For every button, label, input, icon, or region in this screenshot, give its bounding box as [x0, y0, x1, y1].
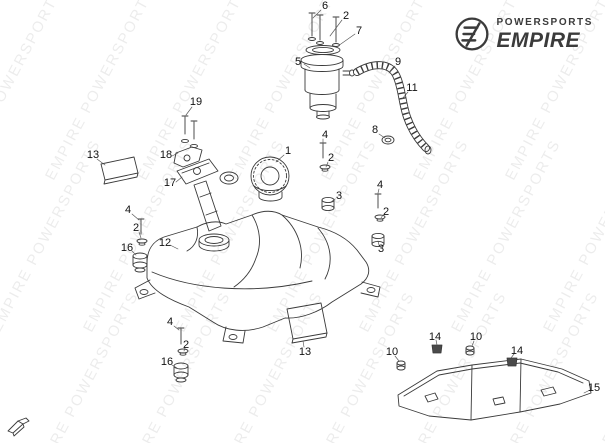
- callout-17: 17: [164, 177, 176, 189]
- callout-leader-line: [471, 340, 475, 347]
- callout-4: 4: [125, 204, 131, 216]
- callout-leader-line: [131, 250, 137, 256]
- callout-19: 19: [190, 96, 202, 108]
- callout-12: 12: [159, 237, 171, 249]
- mount-stack-lower-left: [173, 327, 189, 383]
- fuel-pump-module: [300, 54, 355, 120]
- callout-2: 2: [383, 206, 389, 218]
- guard-panel: [397, 358, 592, 421]
- clip-14-left: [431, 344, 443, 354]
- bracket-strut: [193, 180, 222, 232]
- corner-page-icon: [7, 417, 30, 437]
- callout-leader-line: [510, 353, 515, 359]
- fuel-hose: [353, 61, 432, 155]
- callout-2: 2: [343, 10, 349, 22]
- mount-stack-left: [132, 218, 148, 273]
- bracket-bolts: [181, 115, 198, 149]
- callout-16: 16: [161, 356, 173, 368]
- lightning-e-circle-icon: [454, 16, 490, 52]
- clip-14-right: [506, 357, 518, 367]
- callout-leader-line: [171, 152, 179, 157]
- callout-leader-line: [171, 364, 178, 369]
- callout-2: 2: [183, 339, 189, 351]
- callout-leader-line: [329, 19, 343, 37]
- callout-13: 13: [87, 149, 99, 161]
- callout-leader-line: [169, 244, 179, 250]
- callout-1: 1: [285, 145, 291, 157]
- callout-leader-line: [303, 63, 311, 69]
- callout-leader-line: [330, 198, 336, 203]
- callout-15: 15: [588, 382, 600, 394]
- callout-11: 11: [406, 82, 417, 94]
- callout-leader-line: [583, 389, 591, 394]
- callout-leader-line: [378, 133, 386, 139]
- pump-retainer-ring: [305, 45, 341, 55]
- mount-stack-right: [371, 193, 386, 248]
- callout-4: 4: [167, 316, 173, 328]
- callout-leader-line: [325, 161, 329, 168]
- callout-leader-line: [131, 213, 140, 221]
- callout-4: 4: [322, 129, 328, 141]
- callout-leader-line: [377, 188, 380, 194]
- bracket-plate: [176, 158, 239, 185]
- callout-10: 10: [470, 331, 482, 343]
- callout-10: 10: [386, 346, 398, 358]
- foam-pad-lower: [286, 302, 328, 344]
- callout-leader-line: [185, 106, 193, 116]
- callout-leader-line: [388, 65, 396, 74]
- callout-leader-line: [173, 325, 180, 331]
- callout-leader-line: [275, 154, 285, 163]
- callout-14: 14: [511, 345, 523, 357]
- callout-leader-line: [435, 339, 438, 346]
- callout-16: 16: [121, 242, 133, 254]
- callout-5: 5: [295, 56, 301, 68]
- callout-leader-line: [401, 91, 409, 100]
- clip-10-left: [396, 360, 406, 371]
- foam-pad-upper: [100, 156, 139, 185]
- callout-leader-line: [96, 158, 106, 166]
- callout-13: 13: [299, 346, 311, 358]
- callout-7: 7: [356, 25, 362, 37]
- fuel-cap: [250, 156, 290, 202]
- upper-bracket: [173, 146, 203, 168]
- clip-10-right: [465, 345, 475, 356]
- callout-18: 18: [160, 149, 172, 161]
- callout-leader-line: [380, 214, 384, 219]
- callout-14: 14: [429, 331, 441, 343]
- hose-grommet: [381, 135, 395, 145]
- pump-mounting-bolts: [308, 12, 340, 47]
- callout-leader-line: [183, 347, 186, 352]
- callout-leader-line: [312, 9, 322, 19]
- callout-6: 6: [322, 0, 328, 12]
- callout-leader-line: [302, 340, 305, 348]
- callout-2: 2: [328, 152, 334, 164]
- callout-8: 8: [372, 124, 378, 136]
- callout-3: 3: [378, 243, 384, 255]
- brand-name-bottom: EMPIRE: [496, 28, 581, 52]
- callout-3: 3: [336, 190, 342, 202]
- fuel-tank: [134, 210, 381, 344]
- brand-name-top: POWERSPORTS: [496, 16, 593, 28]
- callout-2: 2: [133, 222, 139, 234]
- callout-leader-line: [138, 231, 142, 239]
- callout-leader-line: [175, 176, 183, 183]
- callout-leader-line: [394, 355, 400, 362]
- callout-4: 4: [377, 179, 383, 191]
- callout-leader-line: [337, 33, 356, 47]
- callout-leader-line: [377, 240, 380, 246]
- callout-9: 9: [395, 56, 401, 68]
- brand-logo: POWERSPORTS EMPIRE: [454, 16, 594, 52]
